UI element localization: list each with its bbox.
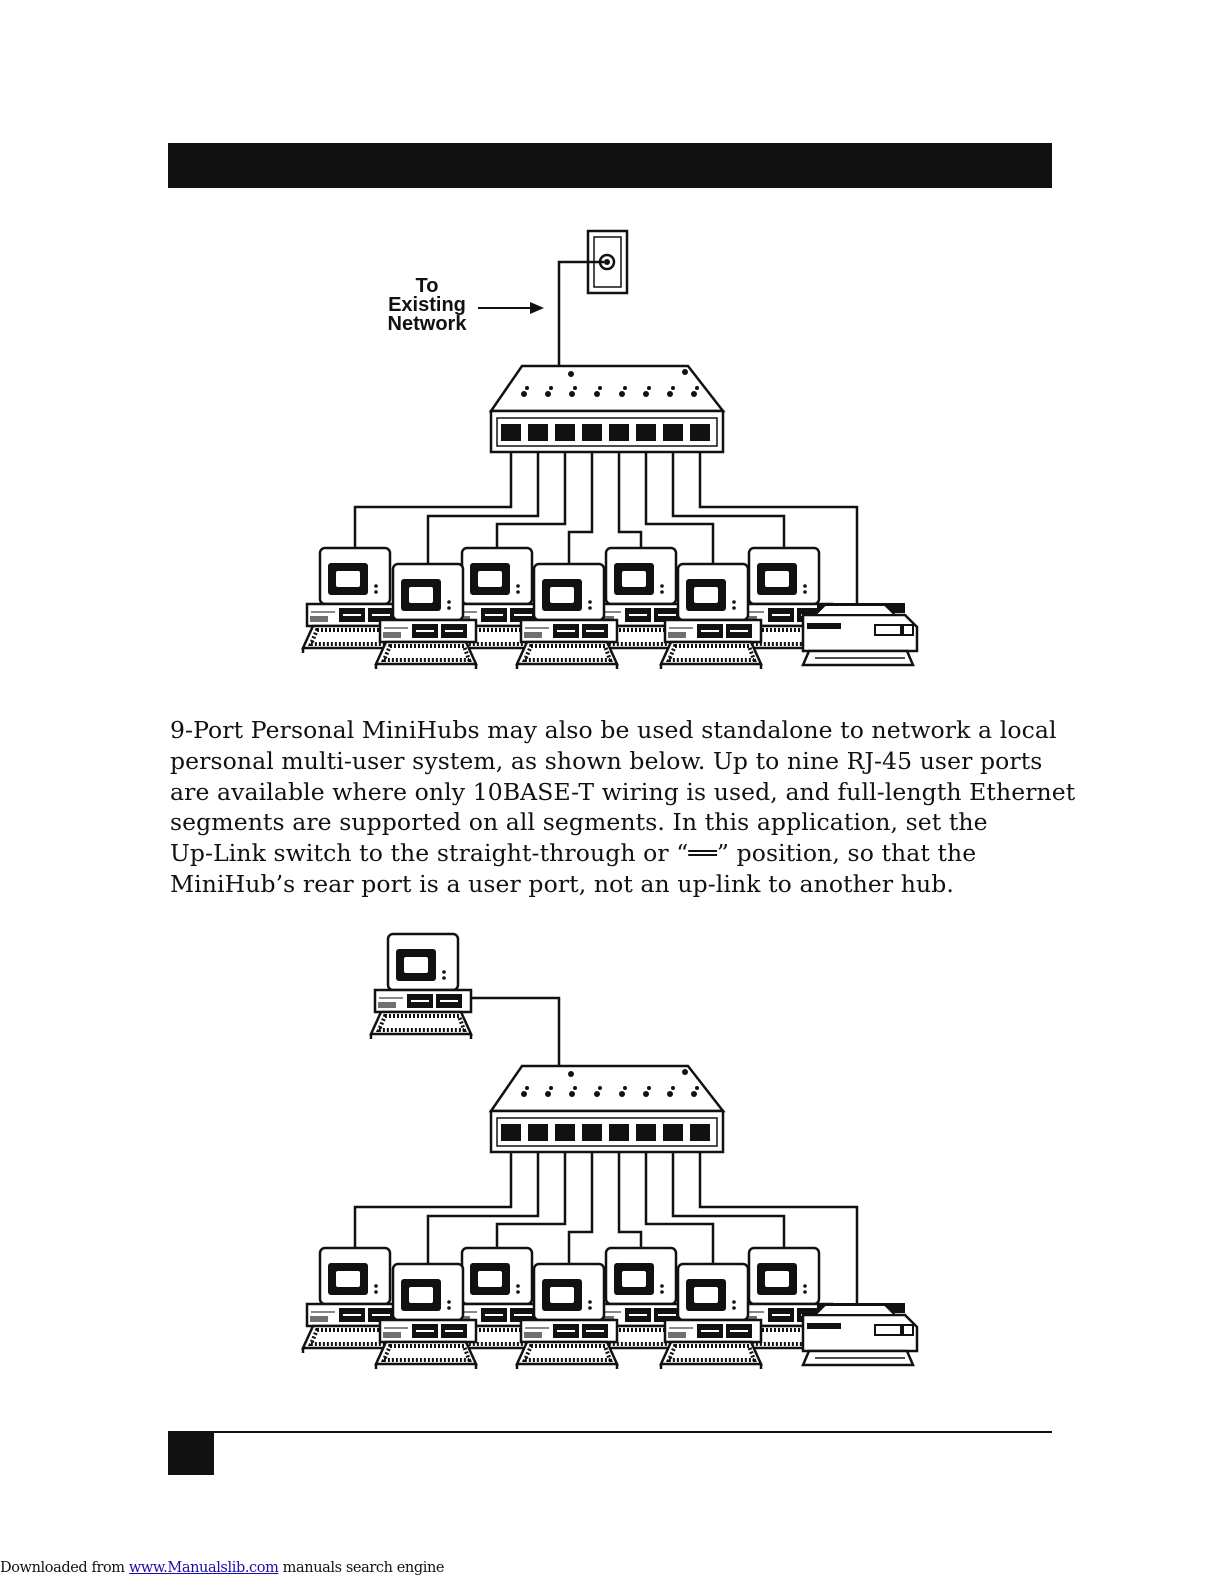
- label-line: To: [415, 275, 439, 297]
- footer-prefix: Downloaded from: [0, 1560, 129, 1576]
- text-line: segments are supported on all segments. …: [170, 808, 988, 837]
- text-line: 9-Port Personal MiniHubs may also be use…: [170, 716, 1057, 744]
- existing-network-label: To Existing Network: [372, 275, 482, 335]
- footer-rule: [168, 1431, 1052, 1433]
- text-line: MiniHub’s rear port is a user port, not …: [170, 869, 954, 898]
- uplink-diagram: [303, 229, 917, 669]
- text-line: Up-Link switch to the straight-through o…: [170, 839, 977, 868]
- download-footer: Downloaded from www.Manualslib.com manua…: [0, 1560, 444, 1576]
- footer-suffix: manuals search engine: [278, 1560, 445, 1576]
- standalone-diagram: [303, 932, 917, 1369]
- manualslib-link[interactable]: www.Manualslib.com: [128, 1560, 279, 1576]
- body-paragraph: 9-Port Personal MiniHubs may also be use…: [170, 715, 1076, 900]
- label-line: Network: [387, 313, 467, 335]
- header-bar: [168, 143, 1052, 188]
- text-line: are available where only 10BASE-T wiring…: [170, 777, 1076, 806]
- label-line: Existing: [388, 294, 466, 316]
- page-number-tab: [168, 1431, 214, 1475]
- text-line: personal multi-user system, as shown bel…: [170, 746, 1043, 775]
